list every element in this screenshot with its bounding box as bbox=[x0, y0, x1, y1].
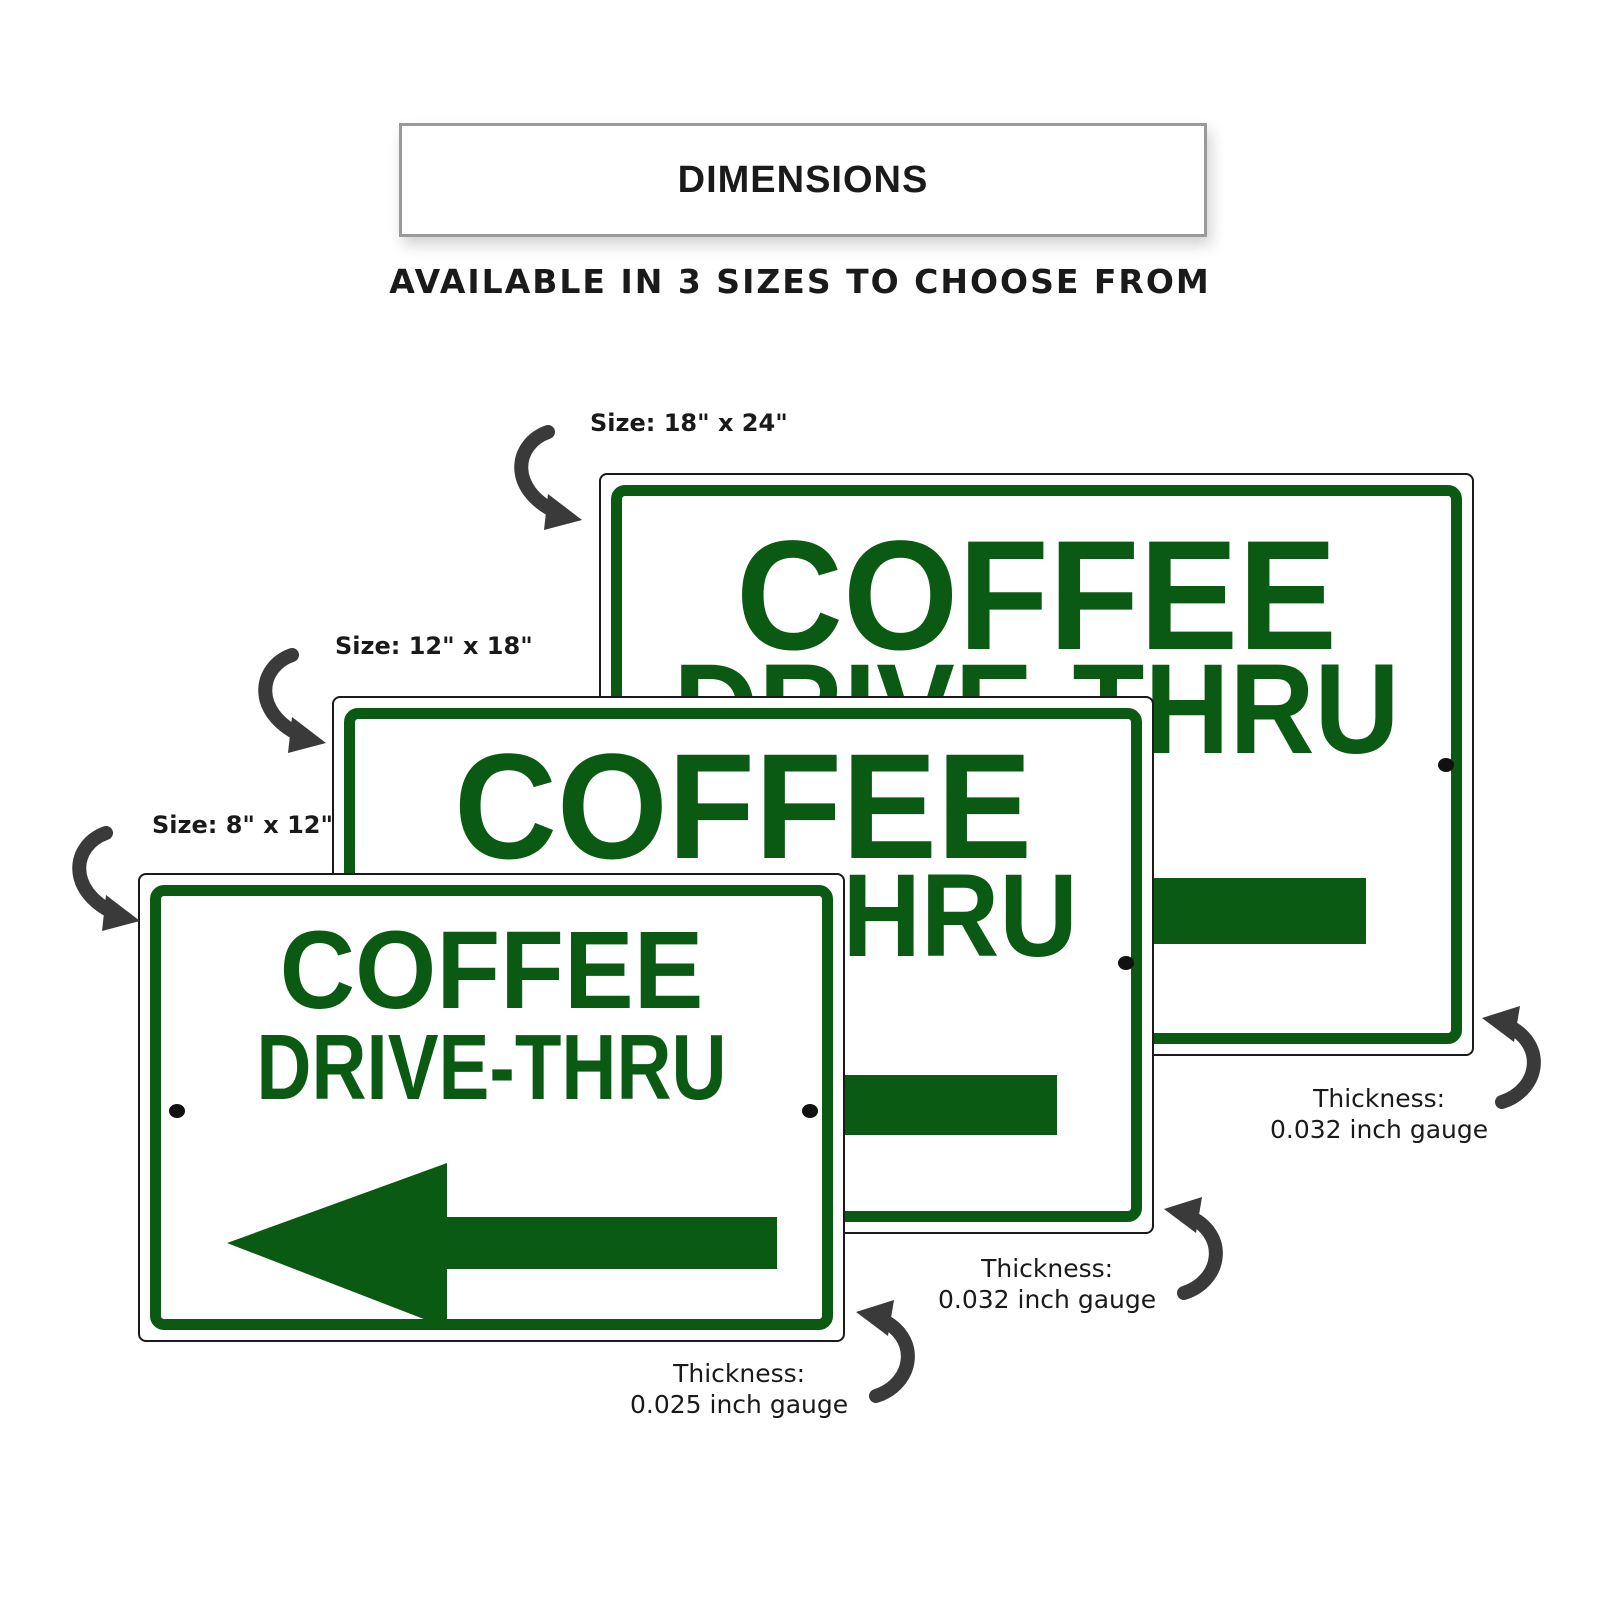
sign-medium-mount-hole bbox=[1118, 956, 1134, 970]
sign-large-arrow-bar bbox=[1142, 878, 1366, 944]
page-subtitle: AVAILABLE IN 3 SIZES TO CHOOSE FROM bbox=[389, 262, 1211, 301]
left-arrow-shape bbox=[227, 1163, 777, 1319]
sign-small-line2: DRIVE-THRU bbox=[256, 1015, 727, 1119]
thickness-medium-value: 0.032 inch gauge bbox=[938, 1285, 1157, 1314]
size-label-medium: Size: 12" x 18" bbox=[335, 632, 533, 660]
thickness-label-large: Thickness: 0.032 inch gauge bbox=[1270, 1083, 1488, 1145]
sign-medium-line1: COFFEE bbox=[454, 722, 1032, 890]
curved-arrow-icon bbox=[514, 425, 582, 530]
curved-arrow-icon bbox=[72, 826, 140, 931]
curved-arrow-icon bbox=[1482, 1006, 1541, 1109]
thickness-small-value: 0.025 inch gauge bbox=[630, 1390, 849, 1419]
size-label-small: Size: 8" x 12" bbox=[152, 811, 334, 839]
sign-small-mount-hole-left bbox=[169, 1104, 185, 1118]
thickness-large-title: Thickness: bbox=[1313, 1084, 1446, 1113]
sign-small: COFFEE DRIVE-THRU bbox=[138, 873, 845, 1342]
thickness-label-small: Thickness: 0.025 inch gauge bbox=[630, 1358, 848, 1420]
page-title: DIMENSIONS bbox=[677, 158, 929, 201]
sign-medium-arrow-bar bbox=[835, 1075, 1057, 1135]
thickness-label-medium: Thickness: 0.032 inch gauge bbox=[938, 1253, 1156, 1315]
sign-large-mount-hole bbox=[1438, 758, 1454, 772]
curved-arrow-icon bbox=[1164, 1197, 1223, 1300]
dimensions-header-box: DIMENSIONS bbox=[399, 123, 1207, 237]
thickness-medium-title: Thickness: bbox=[981, 1254, 1114, 1283]
size-label-large: Size: 18" x 24" bbox=[590, 409, 788, 437]
sign-large-line1: COFFEE bbox=[735, 509, 1338, 683]
curved-arrow-icon bbox=[856, 1300, 915, 1403]
thickness-small-title: Thickness: bbox=[673, 1359, 806, 1388]
sign-small-line1: COFFEE bbox=[279, 909, 704, 1032]
curved-arrow-icon bbox=[258, 648, 326, 753]
sign-small-mount-hole-right bbox=[802, 1104, 818, 1118]
left-arrow-icon bbox=[227, 1163, 777, 1319]
thickness-large-value: 0.032 inch gauge bbox=[1270, 1115, 1489, 1144]
sign-small-border: COFFEE DRIVE-THRU bbox=[150, 885, 833, 1330]
